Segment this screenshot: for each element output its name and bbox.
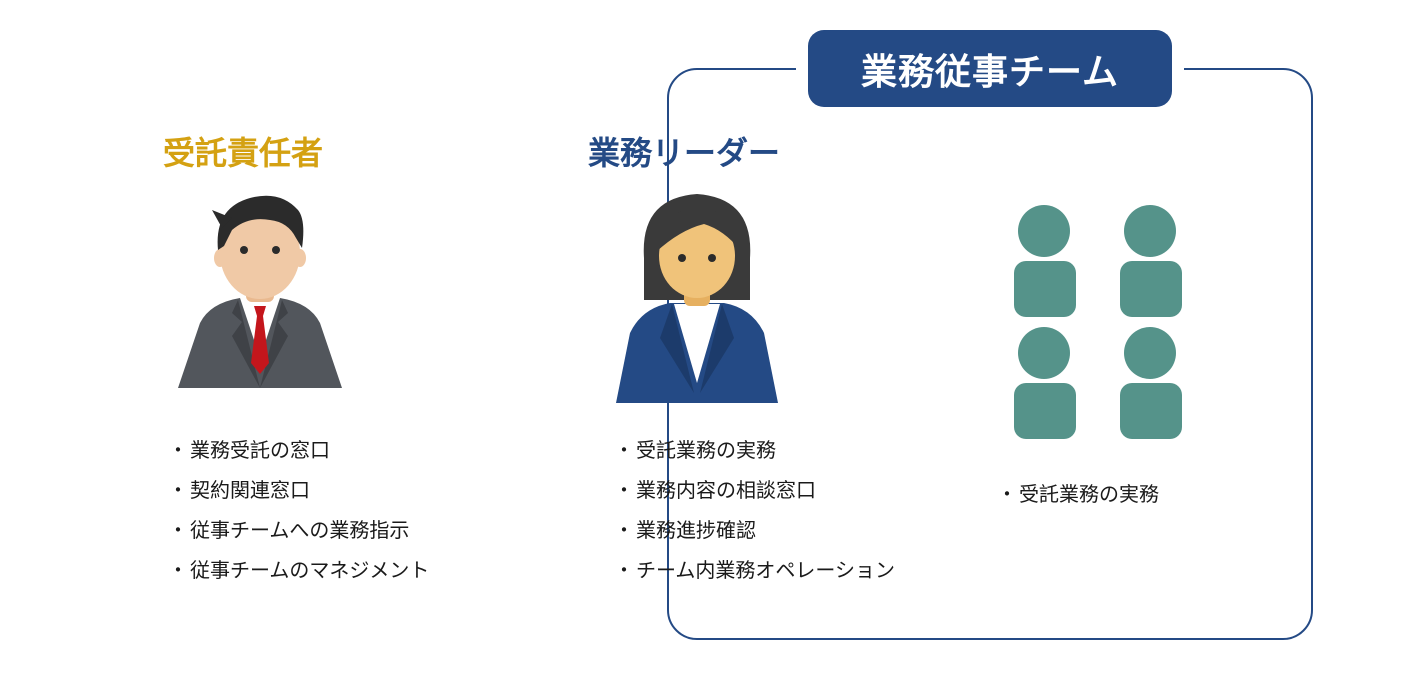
team-members-group — [1014, 205, 1182, 439]
person-icon — [1120, 327, 1182, 439]
duty-item: チーム内業務オペレーション — [614, 550, 895, 590]
person-icon — [1120, 205, 1182, 317]
leader-duties-list: 受託業務の実務 業務内容の相談窓口 業務進捗確認 チーム内業務オペレーション — [614, 430, 895, 590]
duty-item: 業務受託の窓口 — [168, 430, 429, 470]
manager-duties-list: 業務受託の窓口 契約関連窓口 従事チームへの業務指示 従事チームのマネジメント — [168, 430, 429, 590]
duty-item: 業務進捗確認 — [614, 510, 895, 550]
team-badge: 業務従事チーム — [808, 30, 1172, 107]
businesswoman-avatar-icon — [616, 194, 778, 403]
duty-item: 受託業務の実務 — [997, 474, 1159, 514]
leader-title: 業務リーダー — [588, 134, 781, 172]
duty-item: 受託業務の実務 — [614, 430, 895, 470]
members-duties-list: 受託業務の実務 — [997, 474, 1159, 514]
manager-title: 受託責任者 — [163, 134, 324, 172]
businessman-avatar-icon — [178, 195, 342, 388]
duty-item: 業務内容の相談窓口 — [614, 470, 895, 510]
person-icon — [1014, 205, 1076, 317]
duty-item: 従事チームへの業務指示 — [168, 510, 429, 550]
duty-item: 従事チームのマネジメント — [168, 550, 429, 590]
person-icon — [1014, 327, 1076, 439]
duty-item: 契約関連窓口 — [168, 470, 429, 510]
